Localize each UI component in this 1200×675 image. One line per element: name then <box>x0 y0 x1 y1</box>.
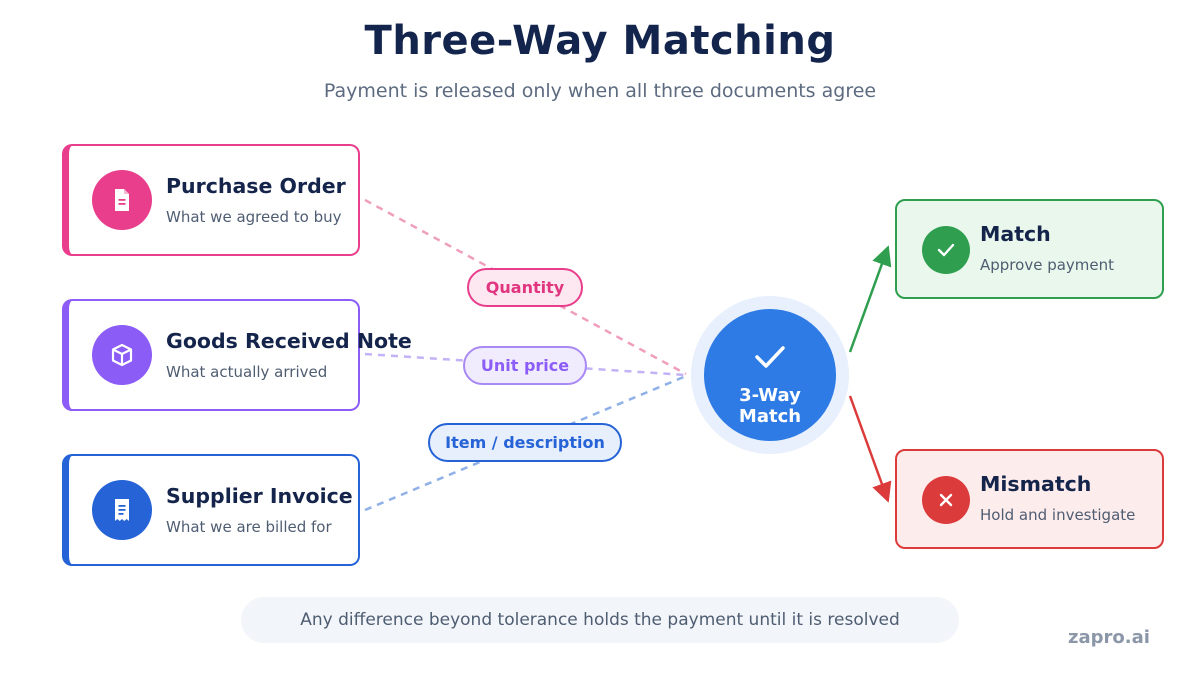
x-icon <box>922 476 970 524</box>
purchase-order-card: Purchase Order What we agreed to buy <box>62 144 360 256</box>
supplier-invoice-card: Supplier Invoice What we are billed for <box>62 454 360 566</box>
mismatch-arrow <box>848 395 892 503</box>
document-icon <box>92 170 152 230</box>
receipt-icon <box>92 480 152 540</box>
match-hub: 3-Way Match <box>704 309 836 441</box>
purchase-order-subtitle: What we agreed to buy <box>166 208 342 226</box>
criterion-item-description: Item / description <box>428 423 622 462</box>
purchase-order-title: Purchase Order <box>166 174 346 198</box>
criterion-quantity: Quantity <box>467 268 583 307</box>
check-icon <box>755 346 785 368</box>
match-card: Match Approve payment <box>895 199 1164 299</box>
supplier-invoice-title: Supplier Invoice <box>166 484 353 508</box>
goods-received-note-subtitle: What actually arrived <box>166 363 328 381</box>
goods-received-note-title: Goods Received Note <box>166 329 412 353</box>
goods-received-note-card: Goods Received Note What actually arrive… <box>62 299 412 411</box>
mismatch-card: Mismatch Hold and investigate <box>895 449 1164 549</box>
brand-logo-text: zapro.ai <box>1068 627 1150 648</box>
mismatch-title: Mismatch <box>980 472 1092 496</box>
page-title: Three-Way Matching <box>364 18 836 64</box>
check-icon <box>922 226 970 274</box>
match-arrow <box>848 245 892 353</box>
box-icon <box>92 325 152 385</box>
hub-label: 3-Way Match <box>704 385 836 427</box>
supplier-invoice-subtitle: What we are billed for <box>166 518 332 536</box>
hub-label-line2: Match <box>738 406 802 427</box>
tolerance-note: Any difference beyond tolerance holds th… <box>241 597 959 643</box>
hub-label-line1: 3-Way <box>739 385 801 406</box>
mismatch-subtitle: Hold and investigate <box>980 506 1136 524</box>
page-subtitle: Payment is released only when all three … <box>323 80 877 102</box>
criterion-unit-price: Unit price <box>463 346 587 385</box>
match-title: Match <box>980 222 1051 246</box>
match-subtitle: Approve payment <box>980 256 1115 274</box>
